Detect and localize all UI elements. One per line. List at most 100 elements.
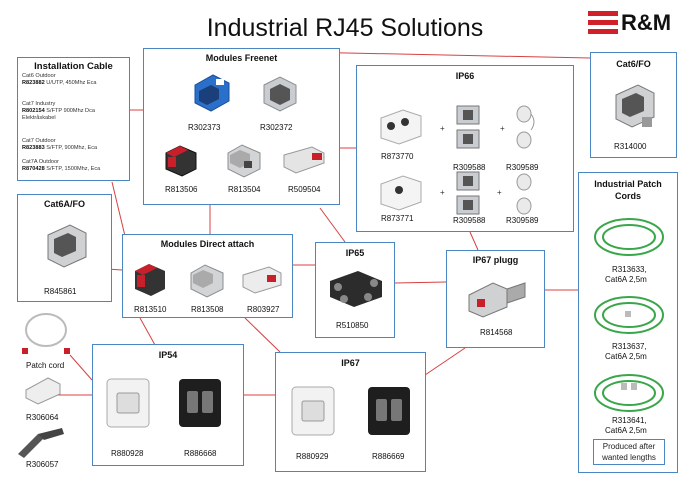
direct-code-2: R813508: [191, 305, 224, 314]
line-ip66-ip67plugg: [469, 231, 479, 251]
patch-cord-white-icon: [22, 313, 70, 354]
patch-cord-2-spec: Cat6A 2,5m: [605, 352, 647, 361]
installation-cable-title: Installation Cable: [34, 61, 113, 72]
ip54-black-box-icon: [179, 379, 221, 427]
ip66-title: IP66: [455, 71, 475, 81]
cat6a-fo-code: R845861: [44, 287, 77, 296]
plus-icon: +: [440, 124, 445, 133]
ip65-connector-icon: [330, 271, 382, 307]
ip66-row1-code-3: R309589: [506, 163, 539, 172]
ip54-code-2: R886668: [184, 449, 217, 458]
ip66-clip-metal-icon: [456, 105, 480, 149]
installation-cable-box: Installation Cable: [17, 57, 130, 181]
plus-icon: +: [440, 188, 445, 197]
ip67-box: IP67 R880929 R886669: [275, 352, 426, 472]
ip66-clip-metal-icon: [456, 171, 480, 215]
cable-spec: S/FTP 900Mhz Dca: [46, 108, 95, 114]
modules-freenet-title: Modules Freenet: [205, 53, 278, 63]
module-patch-icon: [283, 146, 325, 174]
direct-code-3: R803927: [247, 305, 280, 314]
ip66-box: IP66 + + R873770 R309588 R309589 + + R87…: [356, 65, 574, 232]
cable-name: Cat7A Outdoor: [22, 159, 60, 165]
crimp-code: R306057: [26, 460, 59, 469]
cat6a-fo-box: Cat6A/FO R845861: [17, 194, 112, 302]
ip66-row2-code-2: R309588: [453, 216, 486, 225]
logo: R&M: [588, 8, 678, 38]
patch-cord-2-icon: [594, 296, 664, 334]
line-ip67plugg-ip67: [424, 347, 466, 376]
patch-cord-1-spec: Cat6A 2,5m: [605, 275, 647, 284]
cat6a-fo-connector-icon: [47, 224, 87, 268]
cable-spec: U/UTP, 450Mhz Eca: [46, 80, 97, 86]
direct-module-plug-icon: [242, 266, 282, 294]
ip67-plugg-code: R814568: [480, 328, 513, 337]
patch-cord-1-icon: [594, 218, 664, 256]
cat6-fo-title: Cat6/FO: [616, 59, 651, 69]
produced-note-line1: Produced after: [602, 442, 656, 451]
ip67-white-box-icon: [291, 386, 335, 436]
cable-name: Cat7 Outdoor: [22, 138, 56, 144]
ip66-box-single-icon: [380, 175, 422, 211]
keystone-blue-icon: [194, 74, 230, 112]
logo-text: R&M: [621, 10, 672, 35]
ip67-title: IP67: [341, 358, 360, 368]
line-ip65-ip67plugg: [394, 281, 447, 284]
modules-direct-box: Modules Direct attach R813510 R813508 R8…: [122, 234, 293, 318]
cable-extra: Elektråskabel: [22, 115, 56, 121]
direct-module-red-icon: [135, 264, 165, 296]
ip66-cap-icon: [516, 105, 535, 149]
patch-cords-box: Industrial Patch Cords R313633, Cat6A 2,…: [578, 172, 678, 473]
cat6-fo-connector-icon: [615, 84, 655, 128]
cable-code: R802154: [22, 108, 45, 114]
cable-name: Cat6 Outdoor: [22, 73, 56, 79]
cable-item-cat7a-outdoor: Cat7A Outdoor R870428 S/FTP, 1500Mhz, Ec…: [22, 159, 130, 173]
freenet-code-5: R509504: [288, 185, 321, 194]
line-freenet-cat6fo: [299, 51, 591, 59]
plus-icon: +: [500, 124, 505, 133]
ip66-row2-code-1: R873771: [381, 214, 414, 223]
ip67-plugg-title: IP67 plugg: [472, 255, 519, 265]
cable-code: R823883: [22, 145, 45, 151]
ip67-code-1: R880929: [296, 452, 329, 461]
ip66-row1-code-1: R873770: [381, 152, 414, 161]
cat6a-fo-title: Cat6A/FO: [43, 199, 85, 209]
produced-note: Produced after wanted lengths: [593, 439, 665, 465]
modules-freenet-box: Modules Freenet R302373 R302372 R813506 …: [143, 48, 340, 205]
patch-cord-1-code: R313633,: [612, 265, 647, 274]
cable-item-cat7-outdoor: Cat7 Outdoor R823883 S/FTP, 900Mhz, Eca: [22, 138, 130, 152]
ip66-row2-code-3: R309589: [506, 216, 539, 225]
cat6-fo-box: Cat6/FO R314000: [590, 52, 677, 158]
cat6-fo-code: R314000: [614, 142, 647, 151]
patch-cord-3-icon: [594, 374, 664, 412]
ip65-code: R510850: [336, 321, 369, 330]
direct-module-shielded-icon: [190, 264, 224, 298]
cable-item-cat6-outdoor: Cat6 Outdoor R823882 U/UTP, 450Mhz Eca: [22, 73, 130, 87]
ip66-cap-icon: [516, 173, 532, 215]
patch-cord-label: Patch cord: [26, 361, 65, 370]
line-direct-ip67: [244, 317, 281, 353]
ip54-title: IP54: [158, 350, 178, 360]
ip67-code-2: R886669: [372, 452, 405, 461]
module-shielded-icon: [227, 144, 261, 178]
ip54-white-box-icon: [106, 378, 150, 428]
direct-code-1: R813510: [134, 305, 167, 314]
modules-direct-title: Modules Direct attach: [160, 239, 255, 249]
ip67-plugg-box: IP67 plugg R814568: [446, 250, 545, 348]
page-title: Industrial RJ45 Solutions: [206, 14, 484, 42]
ip66-row1-code-2: R309588: [453, 163, 486, 172]
patch-cord-3-code: R313641,: [612, 416, 647, 425]
ip67-black-box-icon: [368, 387, 410, 435]
line-patchcord-ip54: [69, 354, 93, 381]
freenet-code-3: R813506: [165, 185, 198, 194]
cable-item-cat7-industry: Cat7 Industry R802154 S/FTP 900Mhz Dca E…: [22, 101, 130, 122]
ip67-plug-icon: [468, 282, 526, 318]
cable-spec: S/FTP, 1500Mhz, Eca: [46, 166, 101, 172]
line-freenet-ip65: [319, 207, 346, 243]
freenet-code-2: R302372: [260, 123, 293, 132]
patch-cord-3-spec: Cat6A 2,5m: [605, 426, 647, 435]
module-red-icon: [165, 145, 197, 177]
patch-cords-title: Industrial Patch Cords: [594, 179, 662, 201]
crimp-tool-icon: [18, 428, 64, 458]
ip65-title: IP65: [345, 248, 365, 258]
produced-note-line2: wanted lengths: [602, 453, 656, 462]
